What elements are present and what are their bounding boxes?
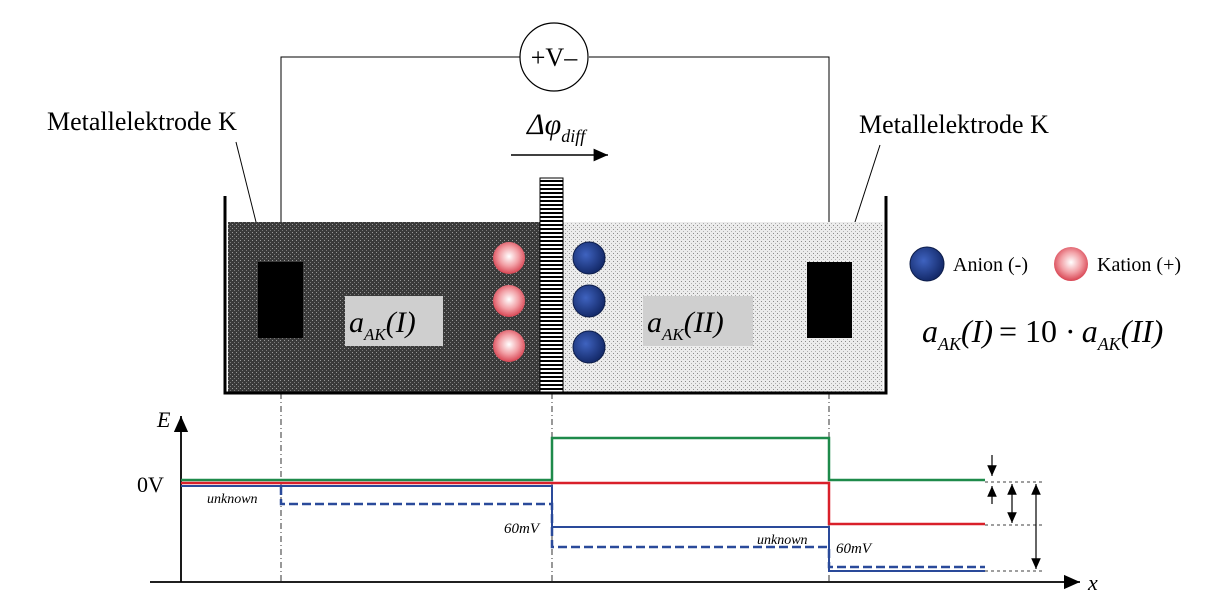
red-energy-line	[181, 481, 985, 526]
right-activity-arg: (II)	[684, 306, 724, 339]
anion	[572, 330, 606, 364]
left-activity-label: aAK(I)	[345, 296, 443, 346]
relation-equals: = 10 ·	[999, 313, 1076, 349]
right-activity-sub: AK	[661, 325, 685, 344]
measurement-arrows	[987, 455, 1041, 569]
left-electrode-label: Metallelektrode K	[47, 107, 237, 136]
anion-legend-label: Anion (-)	[953, 254, 1028, 276]
right-unknown-label: unknown	[757, 533, 808, 548]
voltage-source-label: +V–	[531, 43, 578, 72]
voltage-source: +V–	[519, 22, 589, 92]
right-activity-text: aAK(II)	[647, 306, 724, 344]
left-activity-box	[345, 296, 443, 346]
anion-legend-icon	[909, 246, 945, 282]
left-activity-a: a	[349, 306, 364, 339]
left-unknown-label: unknown	[207, 492, 258, 507]
right-electrode-label: Metallelektrode K	[859, 110, 1049, 139]
blue-dashed-energy-line	[279, 486, 985, 569]
green-energy-line	[181, 436, 985, 482]
vessel-walls	[223, 196, 888, 395]
diffusion-potential-label: Δφdiff	[526, 108, 588, 146]
voltage-source-circle	[519, 22, 589, 92]
left-activity-text: aAK(I)	[349, 306, 416, 344]
left-activity-sub: AK	[363, 325, 387, 344]
y-axis-label: E	[156, 407, 171, 432]
relation-lhs-arg: (I)	[961, 313, 993, 349]
relation-rhs-arg: (II)	[1121, 313, 1164, 349]
anion	[572, 284, 606, 318]
membrane	[539, 177, 564, 393]
anion	[572, 241, 606, 275]
kation	[493, 285, 525, 317]
relation-lhs-sub: AK	[937, 334, 962, 354]
right-activity-a: a	[647, 306, 662, 339]
boundary-guides	[280, 393, 830, 582]
kation	[493, 242, 525, 274]
blue-energy-line	[181, 485, 985, 572]
relation-lhs-a: a	[922, 313, 938, 349]
zero-volt-text: 0V	[137, 472, 164, 497]
left-activity-arg: (I)	[386, 306, 416, 339]
relation-rhs-a: a	[1082, 313, 1098, 349]
kation-legend-label: Kation (+)	[1097, 254, 1181, 276]
right-step-label: 60mV	[836, 541, 873, 557]
energy-plot: E x 0V unknown 60mV unknown 60mV	[137, 393, 1098, 595]
right-step-text: 60mV	[836, 541, 873, 557]
left-electrode	[258, 262, 303, 338]
middle-step-label: 60mV	[504, 521, 541, 537]
x-axis-label: x	[1087, 570, 1098, 595]
kation-legend-icon	[1054, 247, 1088, 281]
middle-step-text: 60mV	[504, 521, 541, 537]
diffusion-potential-subscript: diff	[561, 126, 588, 146]
right-activity-label: aAK(II)	[643, 296, 753, 346]
right-activity-box	[643, 296, 753, 346]
circuit-wire	[280, 56, 830, 262]
legend: Anion (-) Kation (+)	[909, 246, 1181, 282]
activity-relation: aAK(I)= 10 ·aAK(II)	[922, 313, 1163, 354]
relation-rhs-sub: AK	[1097, 334, 1122, 354]
right-electrode	[807, 262, 852, 338]
kation	[493, 330, 525, 362]
reference-lines	[985, 481, 1045, 572]
zero-volt-label: 0V	[137, 472, 164, 497]
diffusion-potential-symbol: Δφ	[526, 108, 561, 141]
